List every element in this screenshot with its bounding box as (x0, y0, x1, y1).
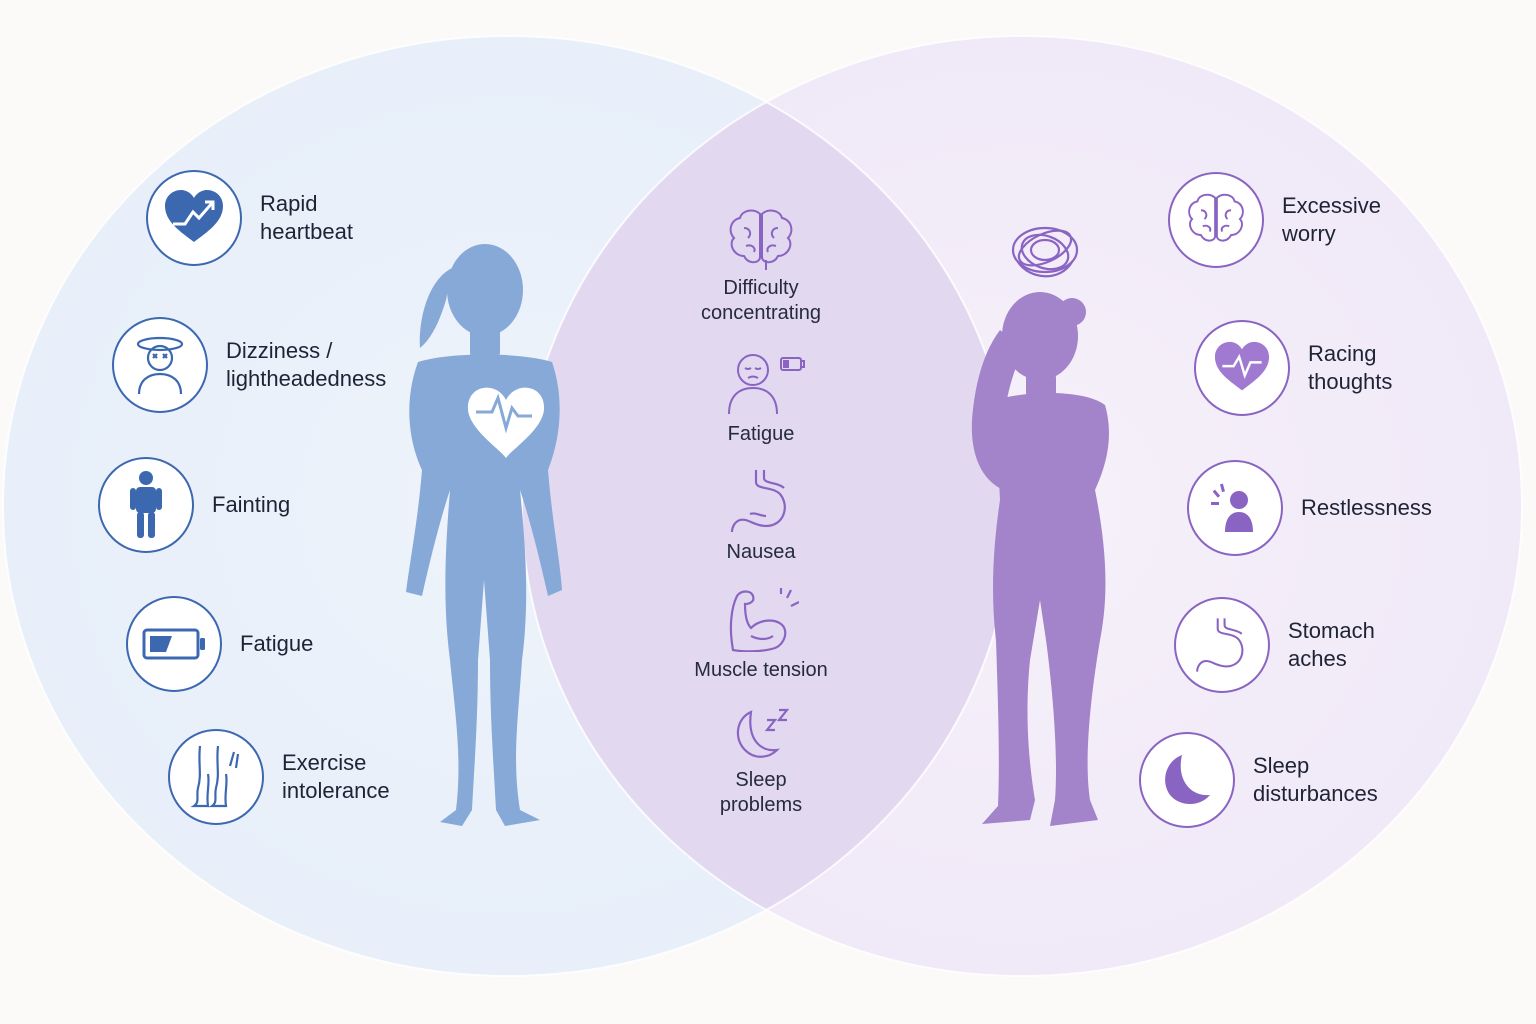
right-symptom-racing-thoughts: Racing thoughts (1194, 320, 1392, 416)
tired-person-battery-icon (728, 354, 805, 415)
symptom-label: Fainting (212, 492, 291, 517)
worried-woman-figure (971, 292, 1109, 826)
shared-symptom-difficulty-concentrating: Difficulty concentrating (661, 208, 861, 326)
tired-legs-icon (168, 729, 264, 825)
moon-zzz-icon (736, 708, 790, 758)
right-symptom-restlessness: Restlessness (1187, 460, 1432, 556)
overlap-region (522, 36, 1013, 976)
heart-rate-up-icon (146, 170, 242, 266)
left-symptom-fainting: Fainting (98, 457, 290, 553)
symptom-label: Difficulty concentrating (700, 277, 822, 324)
brain-icon (1168, 172, 1264, 268)
dizzy-person-icon (112, 317, 208, 413)
symptom-label: Nausea (726, 541, 796, 563)
heart-pulse-icon (1194, 320, 1290, 416)
stomach-icon (1174, 597, 1270, 693)
restless-person-icon (1187, 460, 1283, 556)
shared-symptom-nausea: Nausea (661, 468, 861, 565)
symptom-label: Exercise intolerance (282, 750, 390, 803)
symptom-label: Dizziness / lightheadedness (226, 338, 387, 391)
shared-symptom-sleep-problems: Sleep problems (661, 706, 861, 818)
right-symptom-stomach-aches: Stomach aches (1174, 597, 1375, 693)
stomach-icon (730, 470, 786, 533)
left-symptom-fatigue: Fatigue (126, 596, 313, 692)
symptom-label: Excessive worry (1282, 193, 1382, 246)
right-symptom-sleep-disturbances: Sleep disturbances (1139, 732, 1378, 828)
right-symptom-excessive-worry: Excessive worry (1168, 172, 1381, 268)
low-battery-icon (126, 596, 222, 692)
symptom-label: Stomach aches (1288, 618, 1375, 671)
left-symptom-exercise-intolerance: Exercise intolerance (168, 729, 390, 825)
crescent-moon-icon (1139, 732, 1235, 828)
symptom-label: Racing thoughts (1308, 341, 1393, 394)
symptom-label: Sleep problems (719, 769, 803, 816)
shared-symptom-fatigue: Fatigue (661, 348, 861, 447)
flexed-arm-icon (729, 588, 799, 652)
tangled-thoughts-icon (1011, 226, 1079, 278)
standing-person-icon (98, 457, 194, 553)
shared-symptom-muscle-tension: Muscle tension (661, 588, 861, 683)
symptom-label: Fatigue (240, 631, 314, 656)
symptom-label: Sleep disturbances (1253, 753, 1378, 806)
left-symptom-dizziness: Dizziness / lightheadedness (112, 317, 386, 413)
brain-icon (729, 209, 793, 270)
symptom-label: Muscle tension (694, 659, 828, 681)
symptom-label: Fatigue (727, 423, 795, 445)
standing-woman-figure (406, 244, 562, 826)
symptom-label: Restlessness (1301, 495, 1432, 520)
symptom-label: Rapid heartbeat (260, 191, 353, 244)
left-symptom-rapid-heartbeat: Rapid heartbeat (146, 170, 353, 266)
